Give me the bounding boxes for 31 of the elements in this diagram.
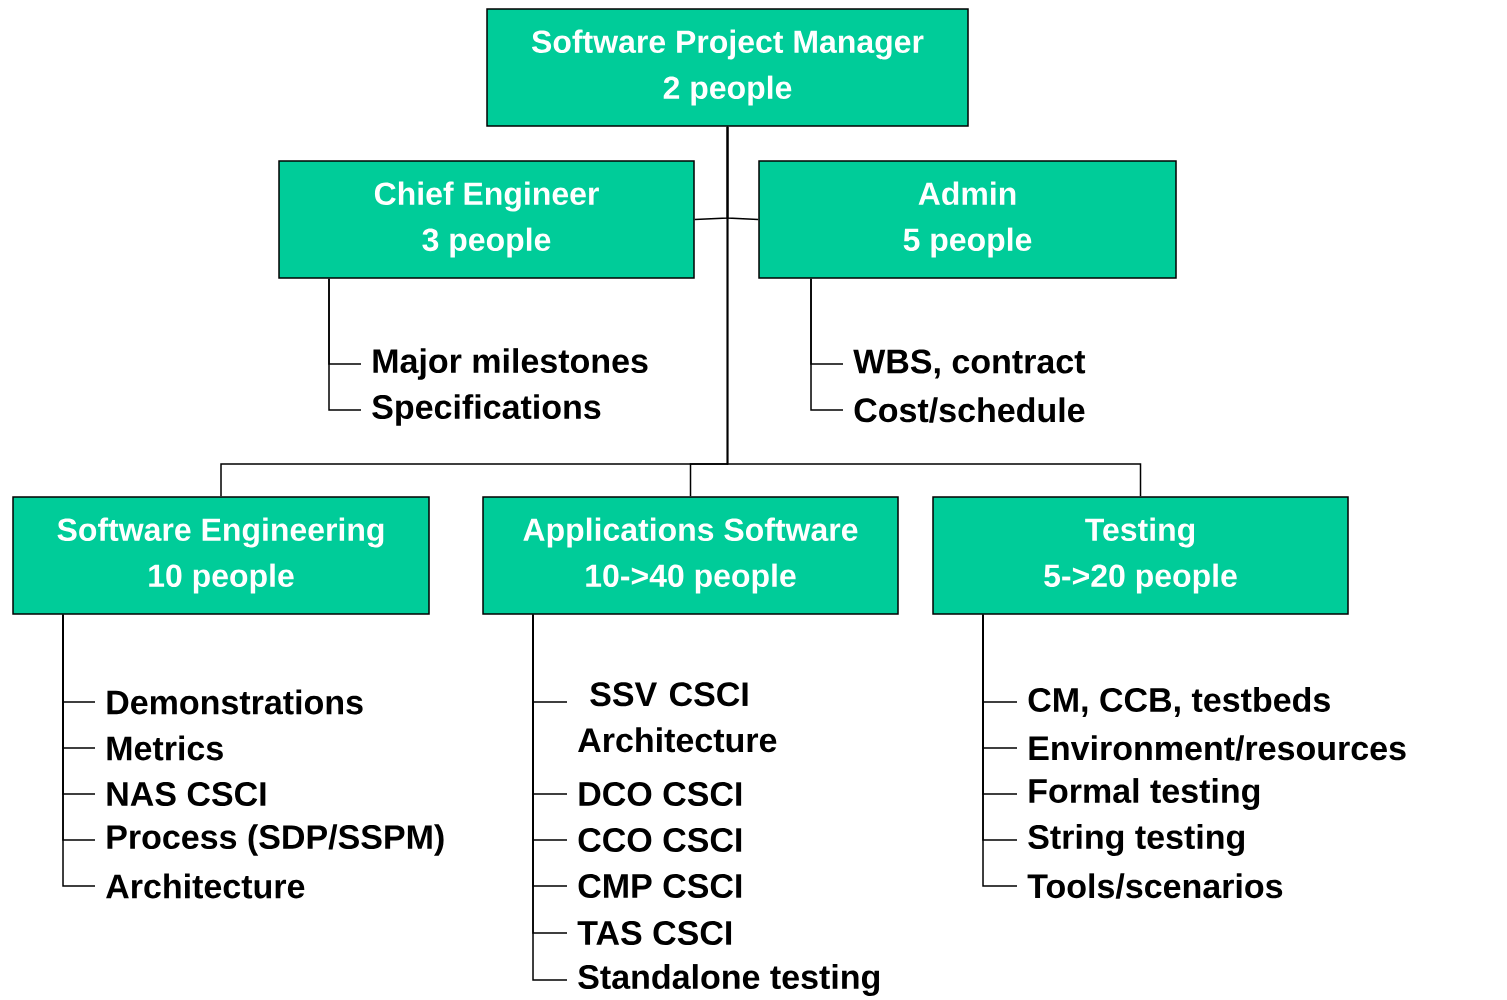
list-item: Metrics (107, 735, 223, 761)
list-item: CMP CSCI (578, 873, 742, 899)
list-item: WBS, contract (853, 349, 1086, 379)
org-box: Applications Software 10->40 people (482, 496, 899, 615)
connector-line (62, 614, 96, 887)
list-item: Specifications (372, 394, 601, 426)
list-item: Architecture (106, 873, 305, 899)
connector-line (810, 278, 844, 411)
connector-line (328, 278, 362, 411)
list-item: NAS CSCI (107, 781, 266, 807)
list-item: SSV CSCI Architecture (578, 682, 777, 753)
connector-line (726, 126, 1142, 497)
org-box: Software Project Manager 2 people (486, 8, 969, 127)
org-box: Admin 5 people (758, 160, 1177, 279)
list-item: Formal testing (1029, 778, 1260, 810)
org-box: Chief Engineer 3 people (278, 160, 695, 279)
list-item: CM, CCB, testbeds (1028, 687, 1330, 717)
list-item: Cost/schedule (854, 397, 1085, 423)
connector-line (982, 614, 1018, 887)
list-item: Standalone testing (578, 964, 880, 996)
org-box: Testing 5->20 people (932, 496, 1349, 615)
list-item: Major milestones (373, 348, 648, 380)
list-item: TAS CSCI (577, 920, 732, 946)
list-item: CCO CSCI (578, 827, 742, 853)
list-item: Tools/scenarios (1027, 873, 1283, 899)
list-item: Demonstrations (107, 689, 363, 715)
org-box: Software Engineering 10 people (12, 496, 430, 615)
list-item: DCO CSCI (579, 781, 742, 807)
list-item: Environment/resources (1029, 735, 1406, 761)
list-item: Process (SDP/SSPM) (107, 824, 444, 856)
list-item: String testing (1028, 824, 1244, 856)
